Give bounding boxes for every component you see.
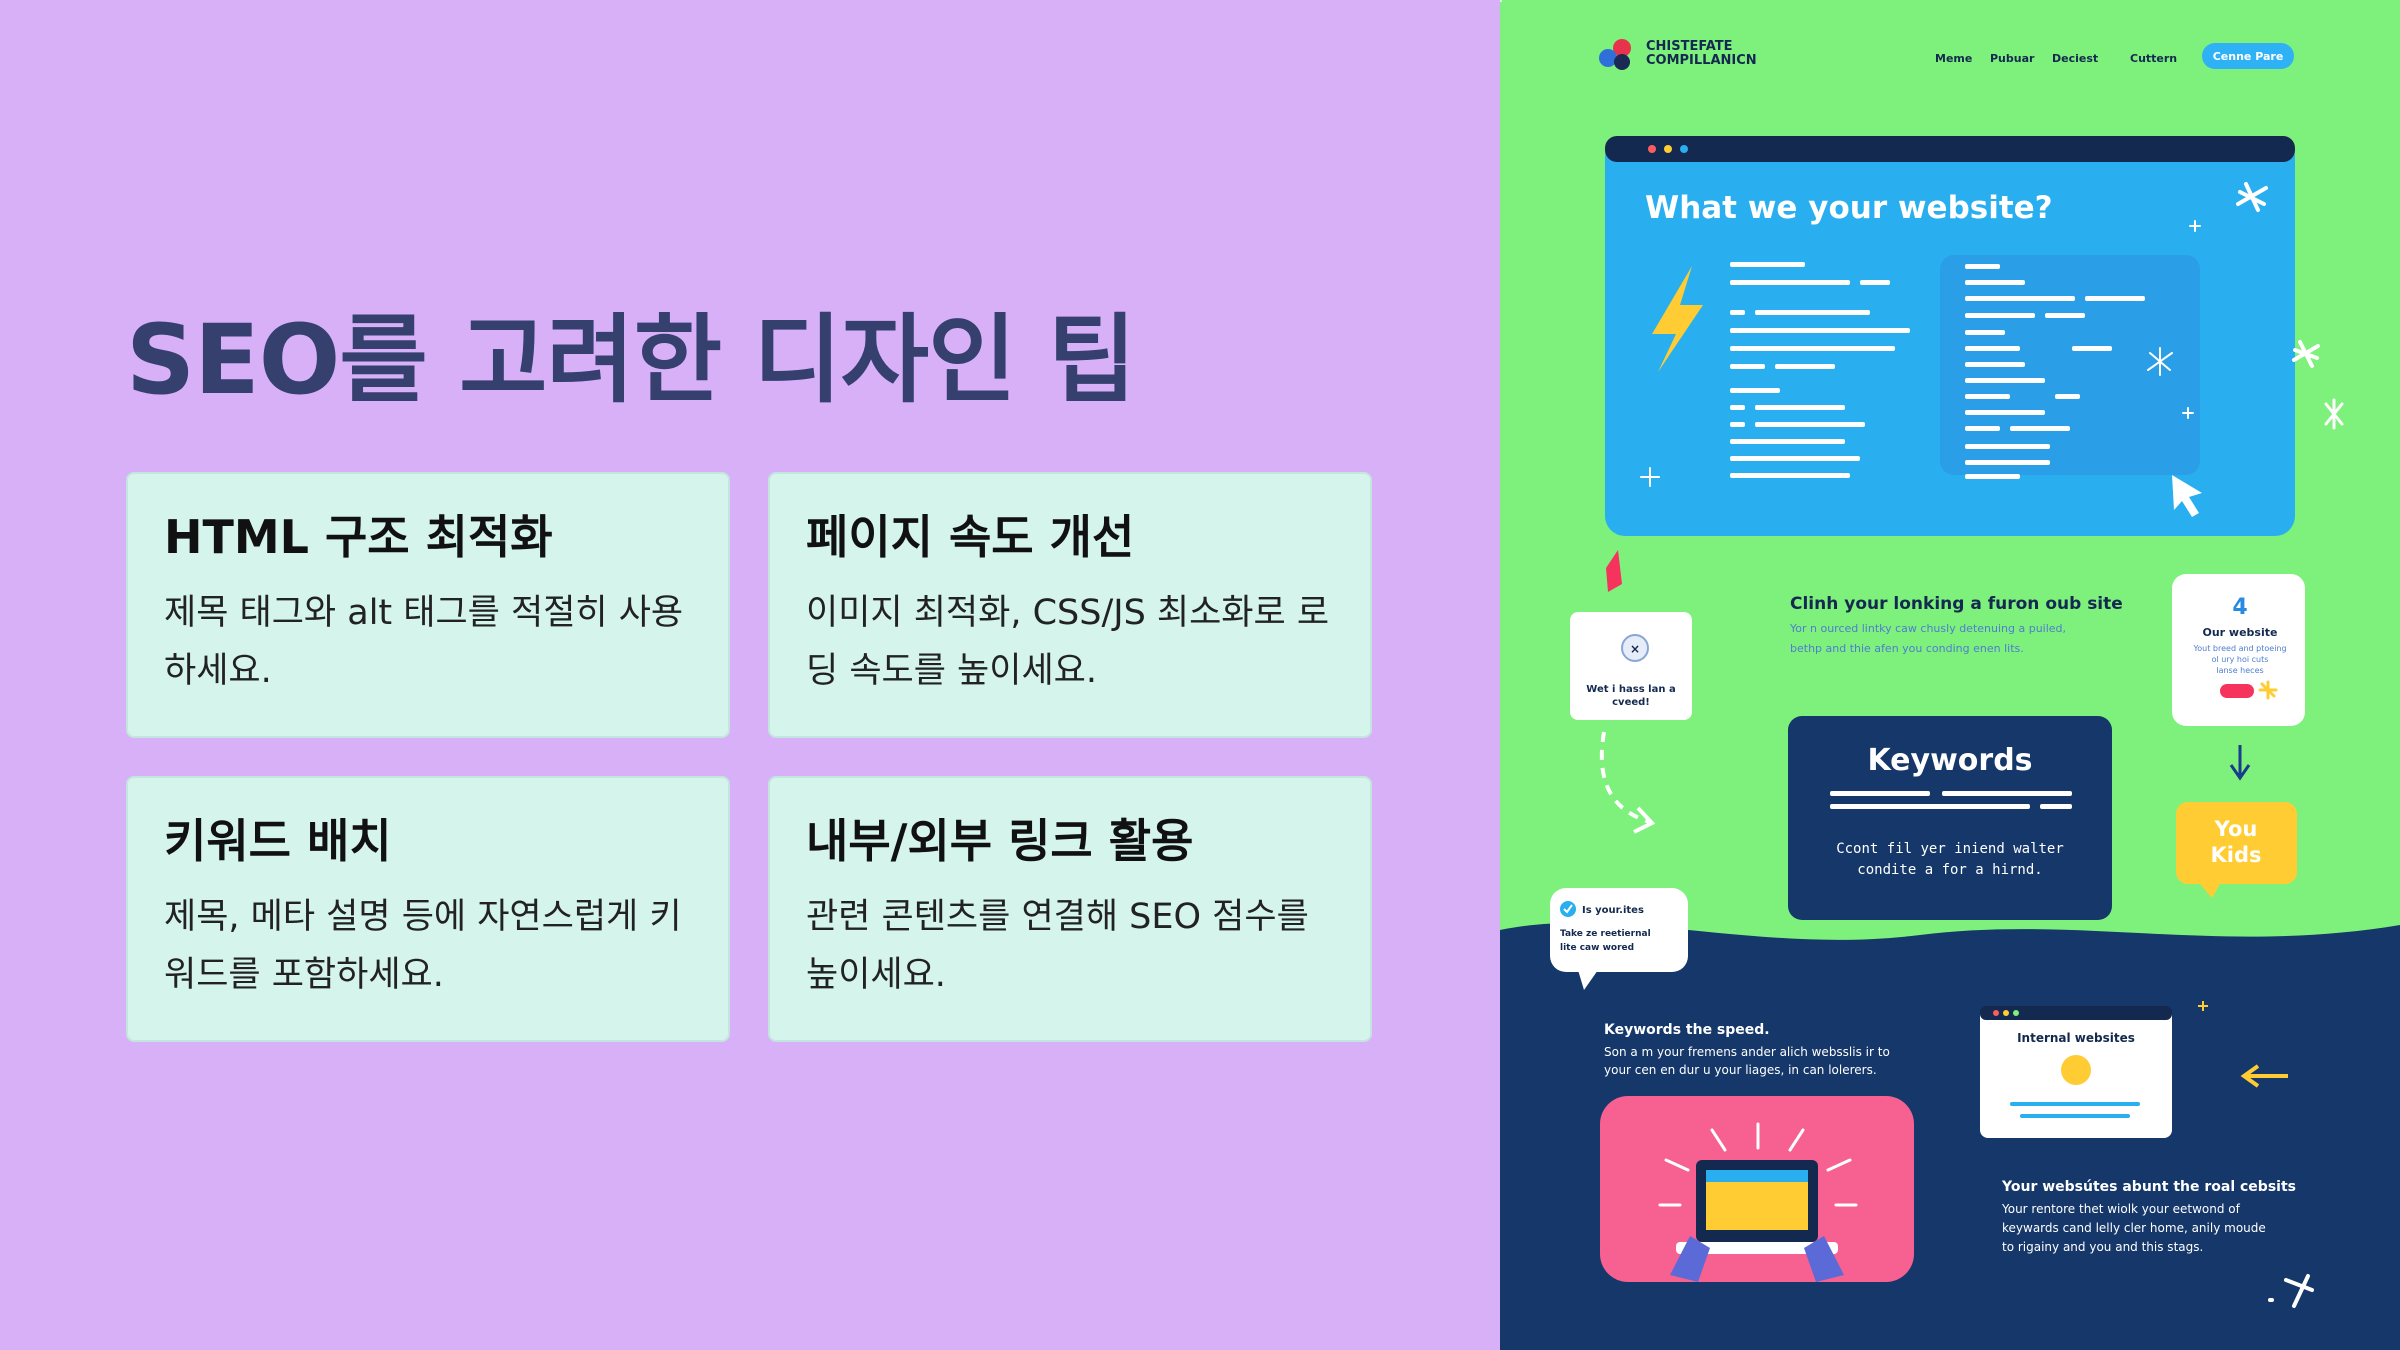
tip-card-page-speed: 페이지 속도 개선 이미지 최적화, CSS/JS 최소화로 로딩 속도를 높이… [768, 472, 1372, 738]
tip-card-heading: 키워드 배치 [164, 814, 392, 868]
edge-sparkle-icon [2324, 398, 2344, 430]
bubble-title: Is your.ites [1582, 905, 1644, 916]
nav-item-4[interactable]: Cuttern [2130, 52, 2177, 65]
mid-heading: Clinh your lonking a furon oub site [1790, 594, 2123, 614]
sparkle-icon [2236, 182, 2320, 368]
small-card-icon [1621, 634, 1649, 662]
hero-title: What we your website? [1645, 190, 2053, 226]
card-right-body-1: Yout breed and ptoeing [2192, 644, 2286, 653]
seo-illustration: CHISTEFATE COMPILLANICN Meme Pubuar Deci… [1500, 0, 2400, 1350]
window-dot-yellow [1664, 145, 1672, 153]
lightning-icon [1652, 266, 1703, 372]
bubble-body-2: lite caw wored [1560, 943, 1634, 953]
cta-button[interactable] [2202, 43, 2294, 69]
small-card-text1: Wet i hass lan a [1586, 684, 1675, 695]
dashed-arrow [1599, 731, 1651, 824]
small-card-right [2172, 574, 2305, 726]
laptop-display-bar [1706, 1170, 1808, 1182]
card-right-number: 4 [2232, 595, 2247, 620]
code-lines-left [1730, 262, 1910, 478]
keywords-body-1: Ccont fil yer iniend walter [1836, 841, 2064, 857]
small-card-x: × [1630, 642, 1640, 656]
yellow-card-line1: You [2214, 817, 2258, 841]
card-right-title: Our website [2203, 626, 2278, 639]
nav-item-2[interactable]: Pubuar [1990, 52, 2035, 65]
tip-card-heading: 페이지 속도 개선 [806, 510, 1135, 564]
cursor-icon [2172, 475, 2202, 517]
flag-icon [1606, 550, 1622, 592]
internal-card-lines [2010, 1102, 2140, 1118]
bottom-sparkle-icon [2268, 1274, 2314, 1308]
bubble-body-1: Take ze reetiernal [1560, 929, 1651, 939]
down-arrow-head [2229, 764, 2251, 781]
tip-card-heading: HTML 구조 최적화 [164, 510, 553, 564]
tip-card-html-structure: HTML 구조 최적화 제목 태그와 alt 태그를 적절히 사용하세요. [126, 472, 730, 738]
speed-title: Keywords the speed. [1604, 1022, 1770, 1038]
tip-card-body: 관련 콘텐츠를 연결해 SEO 점수를 높이세요. [806, 897, 1309, 995]
tip-card-body: 이미지 최적화, CSS/JS 최소화로 로딩 속도를 높이세요. [806, 593, 1330, 691]
window-dot-blue [1680, 145, 1688, 153]
speed-body-1: Son a m your fremens ander alich webssli… [1604, 1045, 1890, 1059]
yellow-card-tail [2200, 884, 2220, 898]
internal-card-icon [2061, 1055, 2091, 1085]
keywords-lines [1830, 791, 2072, 809]
laptop-base [1676, 1242, 1838, 1254]
left-arrow-head [2240, 1064, 2260, 1088]
star-icon [2258, 680, 2278, 700]
speech-bubble [1550, 888, 1688, 972]
check-mark [1563, 904, 1573, 914]
speed-body-2: your cen en dur u your liages, in can lo… [1604, 1063, 1877, 1077]
code-panel [1940, 255, 2200, 475]
browser-titlebar [1605, 136, 2295, 162]
slide-content: SEO를 고려한 디자인 팁 HTML 구조 최적화 제목 태그와 alt 태그… [126, 304, 1372, 1042]
keywords-body-2: condite a for a hirnd. [1857, 862, 2042, 878]
yellow-card-line2: Kids [2210, 843, 2261, 867]
yellow-card [2176, 802, 2297, 884]
bottom-body-3: to rigainy and you and this stags. [2002, 1240, 2203, 1254]
small-card-text2: cveed! [1612, 697, 1650, 708]
nav-item-1[interactable]: Meme [1935, 52, 1972, 65]
logo-icon [1599, 39, 1631, 70]
tip-card-body: 제목 태그와 alt 태그를 적절히 사용하세요. [164, 593, 684, 691]
small-card-left [1570, 612, 1692, 720]
mid-body-2: bethp and thie afen you conding enen lit… [1790, 642, 2024, 655]
keywords-title: Keywords [1867, 743, 2032, 778]
window-dot-red [1648, 145, 1656, 153]
slide-title: SEO를 고려한 디자인 팁 [126, 304, 1136, 416]
arrow-head [1633, 806, 1656, 834]
tip-card-heading: 내부/외부 링크 활용 [806, 814, 1194, 868]
speech-bubble-tail [1578, 970, 1598, 990]
tip-card-body: 제목, 메타 설명 등에 자연스럽게 키워드를 포함하세요. [164, 897, 682, 995]
card-right-body-3: lanse heces [2216, 666, 2263, 675]
bottom-title: Your websútes abunt the roal cebsits [2001, 1179, 2296, 1195]
card-right-pill [2220, 684, 2254, 698]
keywords-card [1788, 716, 2112, 920]
internal-dot-red [1993, 1010, 1999, 1016]
right-hand [1804, 1236, 1844, 1282]
plus-sparkle-icon [1500, 0, 2201, 487]
internal-dot-green [2013, 1010, 2019, 1016]
tip-card-keywords: 키워드 배치 제목, 메타 설명 등에 자연스럽게 키워드를 포함하세요. [126, 776, 730, 1042]
internal-dot-yellow [2003, 1010, 2009, 1016]
card-right-body-2: ol ury hoi cuts [2212, 655, 2269, 664]
left-hand [1670, 1236, 1710, 1282]
small-star-icon [2198, 1001, 2208, 1011]
logo-text-line1: CHISTEFATE [1646, 39, 1733, 54]
tip-card-links: 내부/외부 링크 활용 관련 콘텐츠를 연결해 SEO 점수를 높이세요. [768, 776, 1372, 1042]
internal-websites-title: Internal websites [2017, 1031, 2135, 1045]
nav-item-3[interactable]: Deciest [2052, 52, 2098, 65]
logo-text-line2: COMPILLANICN [1646, 53, 1757, 68]
internal-card-titlebar [1980, 1006, 2172, 1020]
mid-body-1: Yor n ourced lintky caw chusly detenuing… [1789, 622, 2066, 635]
bottom-body-2: keywards cand lelly cler home, anily mou… [2002, 1221, 2266, 1235]
cta-button-label: Cenne Pare [2213, 50, 2284, 63]
bottom-body-1: Your rentore thet wiolk your eetwond of [2001, 1202, 2241, 1216]
burst-lines [1658, 1122, 1858, 1207]
code-lines-right [1965, 264, 2145, 479]
